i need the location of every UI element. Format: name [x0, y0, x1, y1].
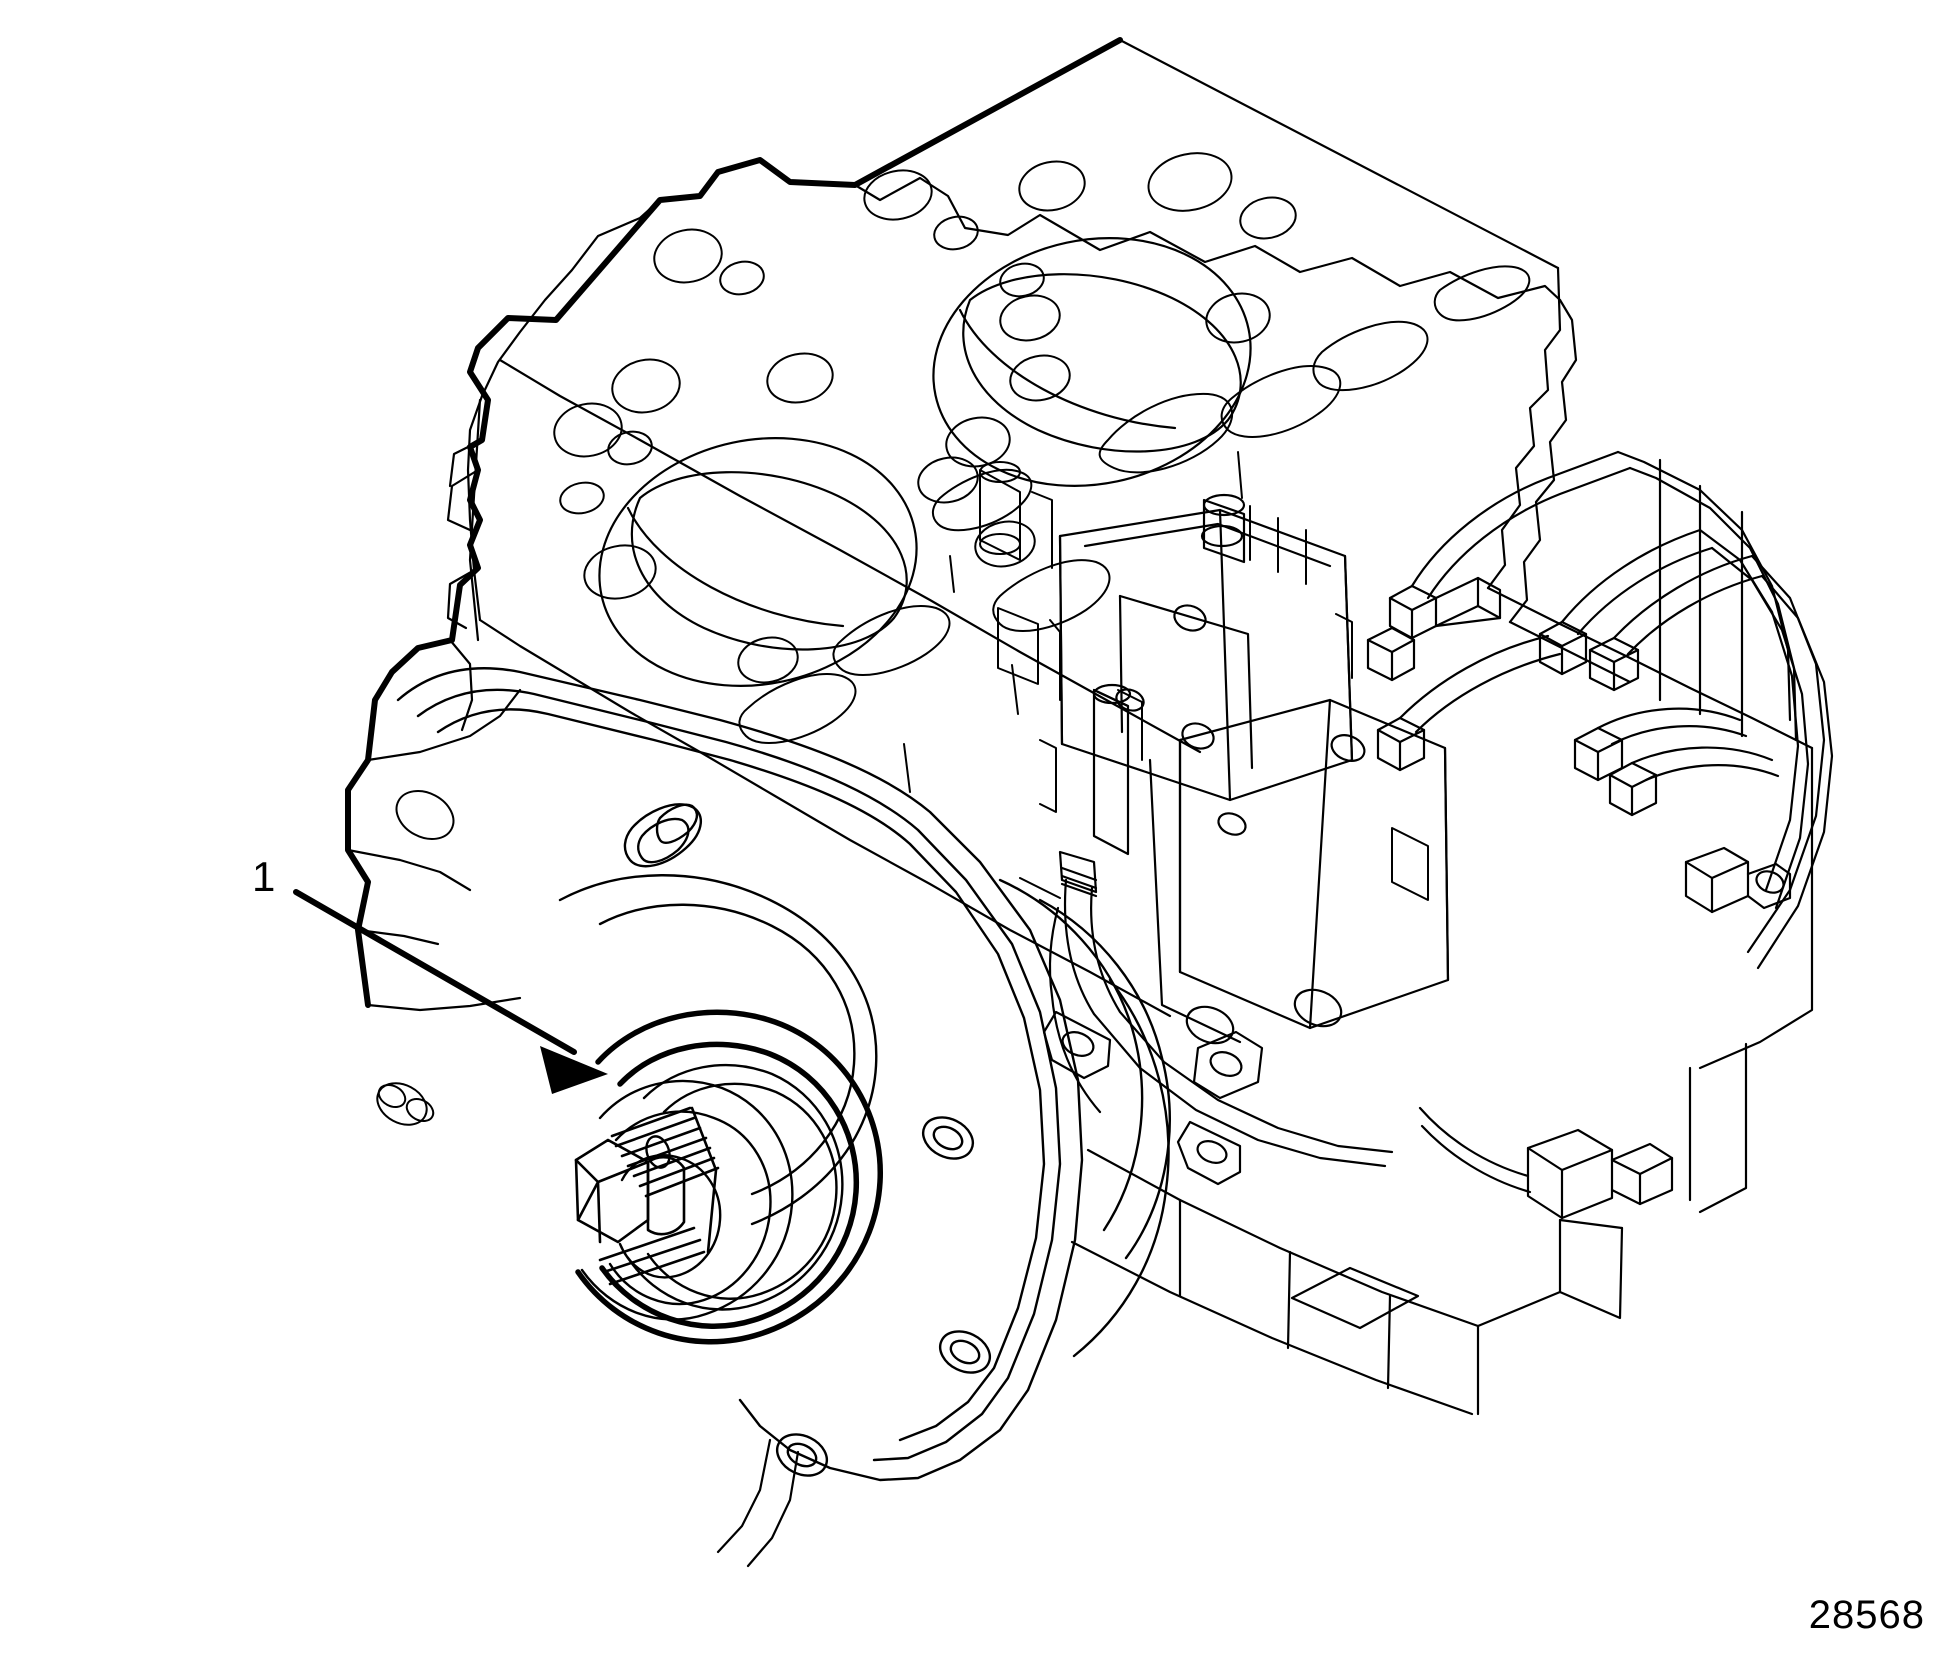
crankshaft-pulley: [575, 1009, 883, 1345]
crankshaft-pulley-bolt: [574, 1106, 720, 1286]
figure-number: 28568: [1808, 1593, 1925, 1637]
hose-fittings: [1042, 1010, 1264, 1186]
deck-tick-marks: [903, 451, 1243, 793]
injection-pump: [1058, 493, 1450, 1045]
injection-pump-delivery-valves: [1366, 576, 1658, 817]
block-detail-lines: [979, 461, 1429, 901]
fuel-return-hose: [1048, 850, 1394, 1168]
head-bolt-holes: [553, 152, 1297, 684]
block-right-wall: [1486, 458, 1814, 1214]
hose-end-fitting: [1684, 846, 1792, 914]
cylinder-bore-front: [598, 437, 918, 687]
callout-number-1: 1: [252, 853, 276, 900]
timing-gear-cover: [396, 667, 1171, 1482]
cylinder-bore-rear: [932, 237, 1252, 487]
oil-pan-rail: [1070, 1148, 1624, 1416]
callout-1-leader: [293, 889, 577, 1055]
cylinder-head-deck: [466, 38, 1578, 754]
fuel-injection-lines: [1398, 450, 1834, 970]
coolant-passages: [738, 265, 1531, 744]
wiring-connector: [1418, 1106, 1674, 1220]
crankshaft-pulley-grooves: [580, 1063, 844, 1321]
callout-1-arrowhead: [540, 1046, 608, 1094]
lower-hose: [716, 1438, 800, 1568]
block-flange-bosses: [376, 790, 455, 1126]
